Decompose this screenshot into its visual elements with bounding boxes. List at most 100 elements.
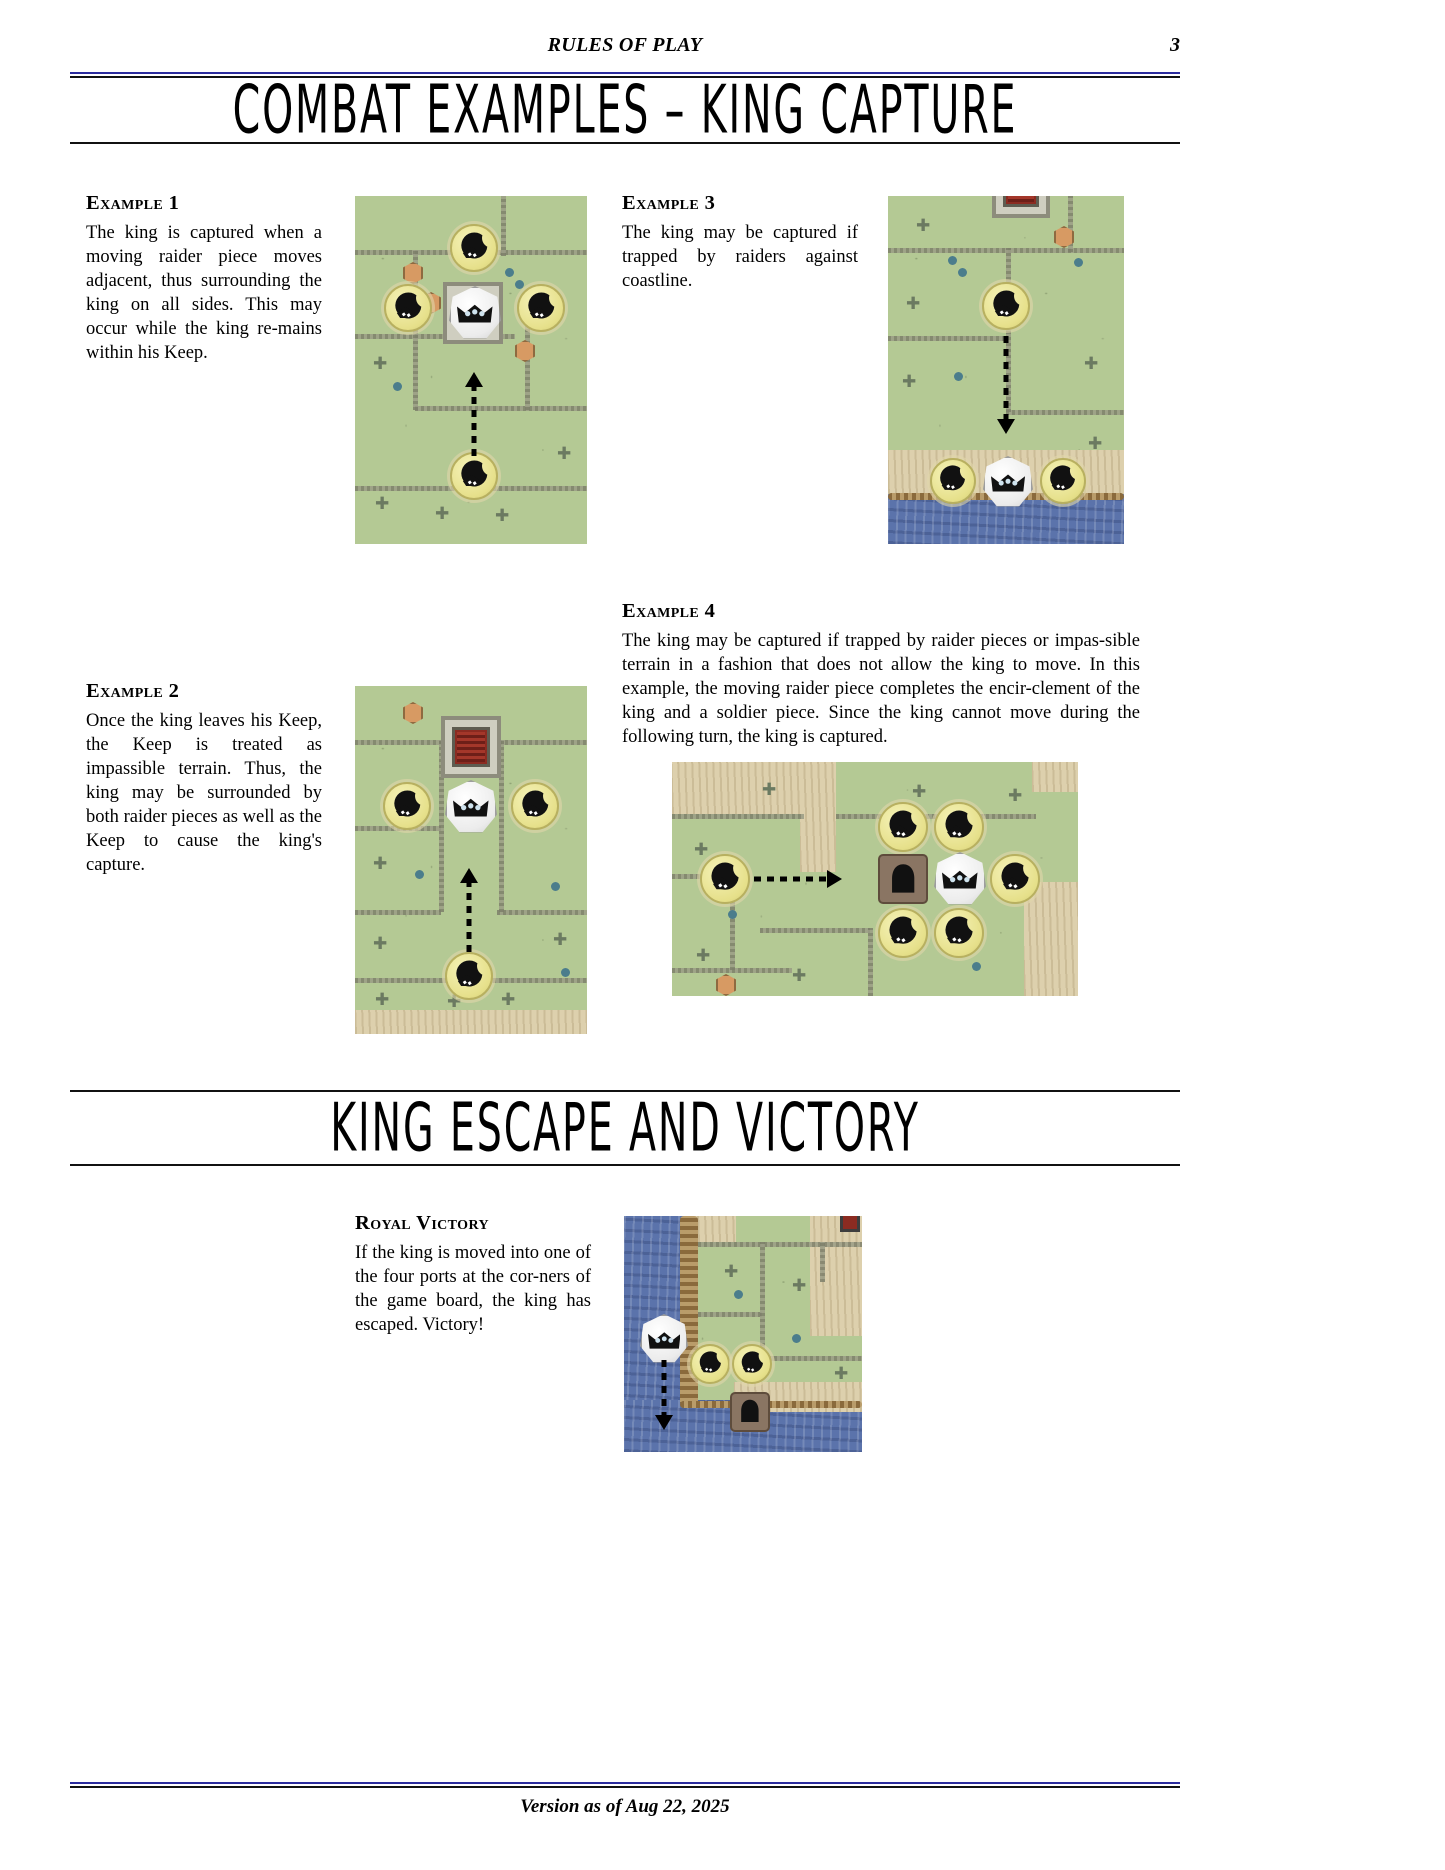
tree-icon: ✚	[916, 216, 931, 236]
grid-line	[355, 334, 515, 339]
raider-piece-moving[interactable]	[700, 854, 750, 904]
example-4-block: Example 4 The king may be captured if tr…	[622, 600, 1140, 749]
header-rule-black	[70, 76, 1180, 78]
grid-line	[1068, 196, 1073, 252]
raider-piece-moving[interactable]	[445, 952, 493, 1000]
shrub-icon	[505, 268, 514, 277]
example-2-block: Example 2 Once the king leaves his Keep,…	[86, 680, 322, 877]
rock-hex-icon	[1054, 226, 1074, 248]
shoreline	[680, 1401, 862, 1408]
grid-line	[730, 874, 735, 970]
raider-piece[interactable]	[930, 458, 976, 504]
shrub-icon	[415, 870, 424, 879]
grid-line	[698, 1242, 862, 1247]
raider-piece[interactable]	[990, 854, 1040, 904]
raider-piece-moving[interactable]	[450, 452, 498, 500]
example-2-heading: Example 2	[86, 680, 180, 702]
shrub-icon	[561, 968, 570, 977]
example-2-text: Once the king leaves his Keep, the Keep …	[86, 711, 322, 876]
king-piece[interactable]	[445, 780, 497, 833]
impassible-sand-terrain	[1024, 882, 1078, 996]
tree-icon: ✚	[906, 294, 921, 314]
tree-icon: ✚	[435, 504, 450, 524]
grid-line	[501, 196, 506, 256]
shrub-icon	[1074, 258, 1083, 267]
raider-piece[interactable]	[690, 1344, 730, 1384]
tree-icon: ✚	[557, 444, 572, 464]
tree-icon: ✚	[694, 840, 709, 860]
tree-icon: ✚	[375, 990, 390, 1010]
footer-version: Version as of Aug 22, 2025	[520, 1796, 730, 1817]
shrub-icon	[515, 280, 524, 289]
raider-piece[interactable]	[384, 284, 432, 332]
grid-line	[760, 1242, 765, 1358]
tree-icon: ✚	[912, 782, 927, 802]
tree-icon: ✚	[762, 780, 777, 800]
keep-door-icon	[452, 727, 490, 767]
grid-line	[415, 406, 587, 411]
raider-piece[interactable]	[934, 908, 984, 958]
raider-piece[interactable]	[1040, 458, 1086, 504]
raider-piece[interactable]	[450, 224, 498, 272]
grid-line	[499, 740, 504, 912]
example-4-heading: Example 4	[622, 600, 716, 622]
impassible-sand-terrain	[1032, 762, 1078, 792]
raider-piece[interactable]	[878, 908, 928, 958]
tree-icon: ✚	[834, 1364, 849, 1384]
example-4-text: The king may be captured if trapped by r…	[622, 631, 1140, 748]
raider-piece-moving[interactable]	[982, 282, 1030, 330]
board-example-3: ✚ ✚ ✚ ✚ ✚	[888, 196, 1124, 544]
page-header: RULES OF PLAY 3	[70, 34, 1180, 57]
shrub-icon	[972, 962, 981, 971]
escape-title-underline	[70, 1164, 1180, 1166]
move-arrow-right-icon	[754, 854, 842, 904]
escape-title-overline	[70, 1090, 1180, 1092]
raider-piece[interactable]	[934, 802, 984, 852]
tree-icon: ✚	[1008, 786, 1023, 806]
raider-piece[interactable]	[383, 782, 431, 830]
king-piece[interactable]	[449, 286, 501, 339]
tree-icon: ✚	[553, 930, 568, 950]
tree-icon: ✚	[373, 934, 388, 954]
grid-line	[698, 1312, 762, 1317]
grid-line	[820, 1242, 825, 1282]
raider-piece[interactable]	[511, 782, 559, 830]
rock-hex-icon	[403, 262, 423, 284]
shrub-icon	[551, 882, 560, 891]
beach-sand	[355, 1010, 587, 1034]
grid-line	[760, 928, 870, 933]
example-1-text: The king is captured when a moving raide…	[86, 223, 322, 364]
grid-line	[355, 910, 441, 915]
shrub-icon	[728, 910, 737, 919]
royal-victory-text: If the king is moved into one of the fou…	[355, 1243, 591, 1336]
board-royal-victory: ✚ ✚ ✚	[624, 1216, 862, 1452]
footer-rule-blue	[70, 1782, 1180, 1784]
tree-icon: ✚	[902, 372, 917, 392]
shrub-icon	[734, 1290, 743, 1299]
move-arrow-down-icon	[640, 1360, 688, 1430]
raider-piece[interactable]	[517, 284, 565, 332]
grid-line	[439, 740, 444, 912]
page-title: RULES OF PLAY	[547, 34, 703, 56]
royal-victory-heading: Royal Victory	[355, 1212, 489, 1234]
tree-icon: ✚	[1084, 354, 1099, 374]
raider-piece[interactable]	[878, 802, 928, 852]
rock-hex-icon	[403, 702, 423, 724]
move-arrow-up-icon	[445, 868, 493, 956]
tree-icon: ✚	[495, 506, 510, 526]
keep-tile	[441, 716, 501, 778]
grid-line	[672, 814, 804, 819]
grid-line	[497, 910, 587, 915]
grid-line	[762, 1356, 862, 1361]
beach-sand	[810, 1216, 862, 1336]
board-example-1: ✚ ✚ ✚ ✚ ✚	[355, 196, 587, 544]
soldier-piece[interactable]	[730, 1392, 770, 1432]
soldier-piece[interactable]	[878, 854, 928, 904]
shrub-icon	[393, 382, 402, 391]
example-3-heading: Example 3	[622, 192, 716, 214]
raider-piece[interactable]	[732, 1344, 772, 1384]
grid-line	[868, 928, 873, 996]
tree-icon: ✚	[724, 1262, 739, 1282]
section-title-king-escape: KING ESCAPE AND VICTORY	[330, 1090, 920, 1168]
rock-hex-icon	[716, 974, 736, 996]
